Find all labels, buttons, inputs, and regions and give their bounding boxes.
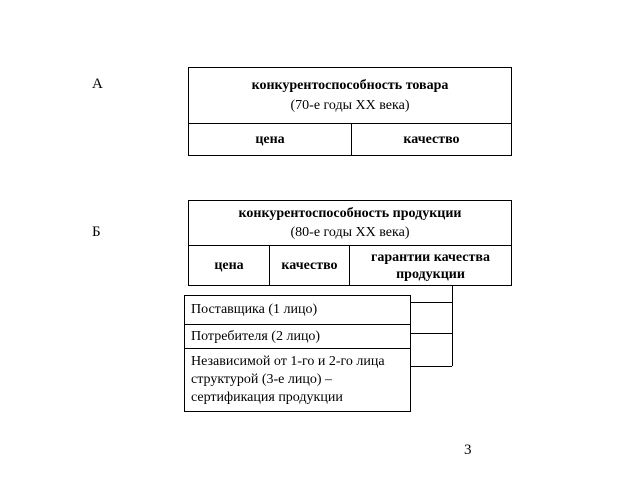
guarantors-box: Поставщика (1 лицо) Потребителя (2 лицо)… bbox=[184, 295, 411, 412]
table-a: конкурентоспособность товара (70-е годы … bbox=[188, 67, 512, 156]
connector-2 bbox=[410, 333, 452, 334]
table-b-col-quality: качество bbox=[281, 258, 338, 273]
table-a-col-quality: качество bbox=[403, 132, 460, 147]
table-b-subtitle: (80-е годы XX века) bbox=[290, 225, 410, 240]
table-a-subtitle: (70-е годы XX века) bbox=[290, 98, 410, 113]
table-b: конкурентоспособность продукции (80-е го… bbox=[188, 200, 512, 286]
table-a-divider bbox=[189, 123, 511, 124]
page-number: 3 bbox=[464, 442, 472, 458]
table-b-col-guarantees: гарантии качества продукции bbox=[371, 249, 490, 282]
table-a-title: конкурентоспособность товара bbox=[251, 78, 449, 93]
table-b-col-divider-2 bbox=[349, 246, 350, 285]
guarantor-consumer: Потребителя (2 лицо) bbox=[185, 324, 410, 349]
guarantor-third-party: Независимой от 1-го и 2-го лица структур… bbox=[185, 348, 410, 411]
table-a-header: конкурентоспособность товара (70-е годы … bbox=[189, 68, 511, 123]
table-b-divider bbox=[189, 245, 511, 246]
table-b-header: конкурентоспособность продукции (80-е го… bbox=[189, 201, 511, 245]
table-a-col-price: цена bbox=[255, 132, 285, 147]
table-b-col-divider-1 bbox=[269, 246, 270, 285]
table-b-title: конкурентоспособность продукции bbox=[238, 206, 462, 221]
table-b-col-price: цена bbox=[214, 258, 244, 273]
table-a-col-divider bbox=[351, 124, 352, 155]
guarantor-supplier: Поставщика (1 лицо) bbox=[191, 301, 318, 317]
section-a-letter: А bbox=[92, 76, 103, 92]
connector-3 bbox=[410, 366, 452, 367]
section-b-letter: Б bbox=[92, 224, 101, 240]
connector-vertical bbox=[452, 286, 453, 366]
connector-1 bbox=[410, 302, 452, 303]
